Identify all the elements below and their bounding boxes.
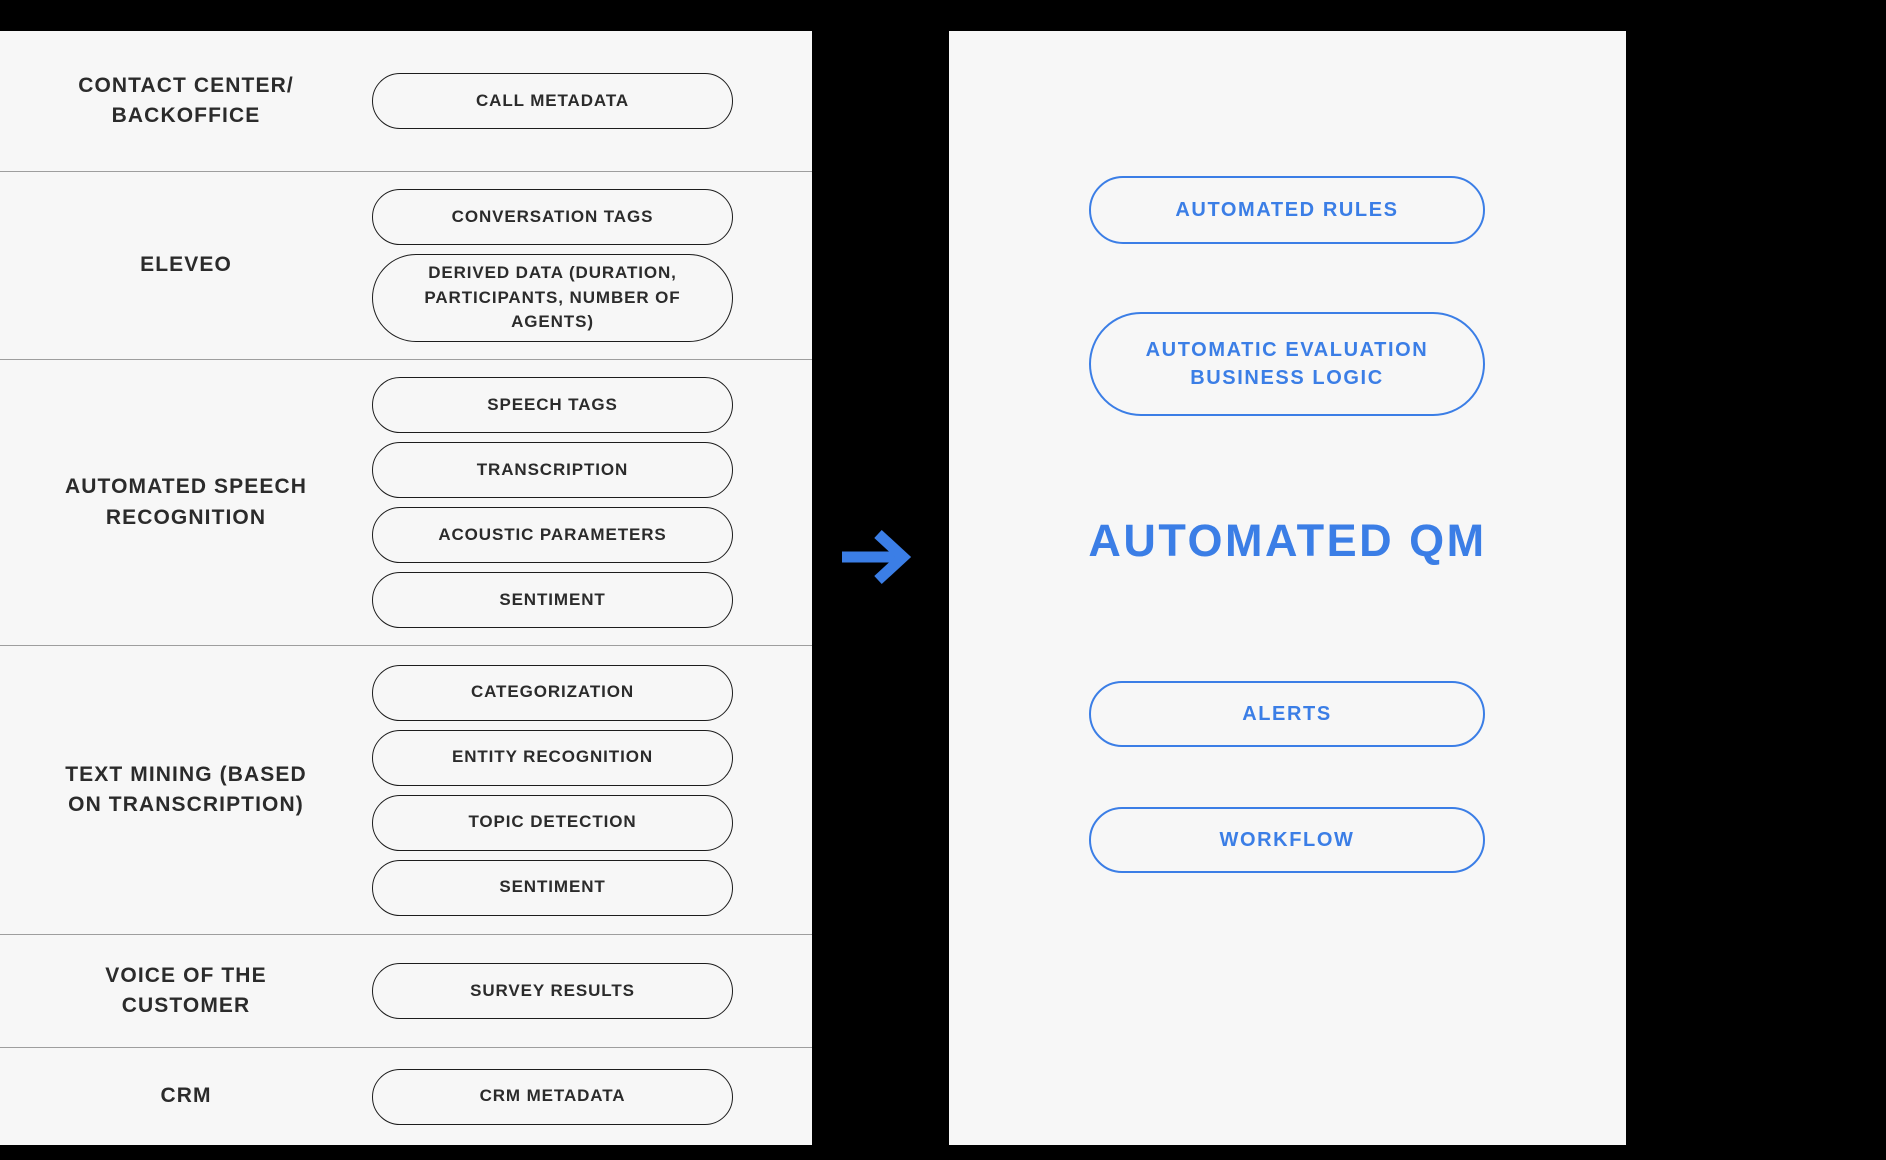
data-pill: SURVEY RESULTS [372,963,733,1019]
source-label: CONTACT CENTER/ BACKOFFICE [78,73,294,127]
data-pill-stack: SURVEY RESULTS [372,963,733,1019]
data-pill-stack: SPEECH TAGS TRANSCRIPTION ACOUSTIC PARAMET… [372,377,733,628]
data-pill: SPEECH TAGS [372,377,733,433]
source-label: TEXT MINING (BASED ON TRANSCRIPTION) [65,762,307,816]
source-label: ELEVEO [140,253,232,277]
data-pill: SENTIMENT [372,859,733,916]
automated-qm-title: AUTOMATED QM [1088,515,1487,566]
automatic-evaluation-pill: AUTOMATIC EVALUATION BUSINESS LOGIC [1089,312,1485,416]
source-label: CRM [160,1084,212,1108]
automated-qm-panel: AUTOMATED RULES AUTOMATIC EVALUATION BUS… [949,31,1626,1145]
source-row: TEXT MINING (BASED ON TRANSCRIPTION) CATE… [0,646,812,935]
data-pill: ENTITY RECOGNITION [372,729,733,786]
data-pill: CATEGORIZATION [372,664,733,721]
source-row: AUTOMATED SPEECH RECOGNITION SPEECH TAGS T… [0,360,812,646]
data-pill: DERIVED DATA (DURATION, PARTICIPANTS, NU… [372,254,733,342]
data-pill: CONVERSATION TAGS [372,189,733,246]
workflow-pill: WORKFLOW [1089,807,1485,873]
source-row: ELEVEO CONVERSATION TAGS DERIVED DATA (DUR… [0,172,812,360]
source-row: VOICE OF THE CUSTOMER SURVEY RESULTS [0,935,812,1048]
data-pill-stack: CONVERSATION TAGS DERIVED DATA (DURATION,… [372,189,733,342]
data-pill-stack: CATEGORIZATION ENTITY RECOGNITION TOPIC DE… [372,664,733,916]
automated-rules-pill: AUTOMATED RULES [1089,176,1485,244]
data-pill: TRANSCRIPTION [372,442,733,498]
data-pill: SENTIMENT [372,572,733,628]
source-row: CONTACT CENTER/ BACKOFFICE CALL METADATA [0,31,812,172]
right-arrow-icon [842,529,912,585]
data-pill: CALL METADATA [372,73,733,129]
data-pill-stack: CRM METADATA [372,1068,733,1125]
data-sources-panel: CONTACT CENTER/ BACKOFFICE CALL METADATA E… [0,31,812,1145]
source-label: AUTOMATED SPEECH RECOGNITION [64,475,307,529]
data-pill: ACOUSTIC PARAMETERS [372,507,733,563]
source-label: VOICE OF THE CUSTOMER [105,963,267,1017]
source-row: CRM CRM METADATA [0,1048,812,1145]
alerts-pill: ALERTS [1089,681,1485,747]
data-pill-stack: CALL METADATA [372,73,733,129]
data-pill: CRM METADATA [372,1068,733,1125]
data-pill: TOPIC DETECTION [372,794,733,851]
